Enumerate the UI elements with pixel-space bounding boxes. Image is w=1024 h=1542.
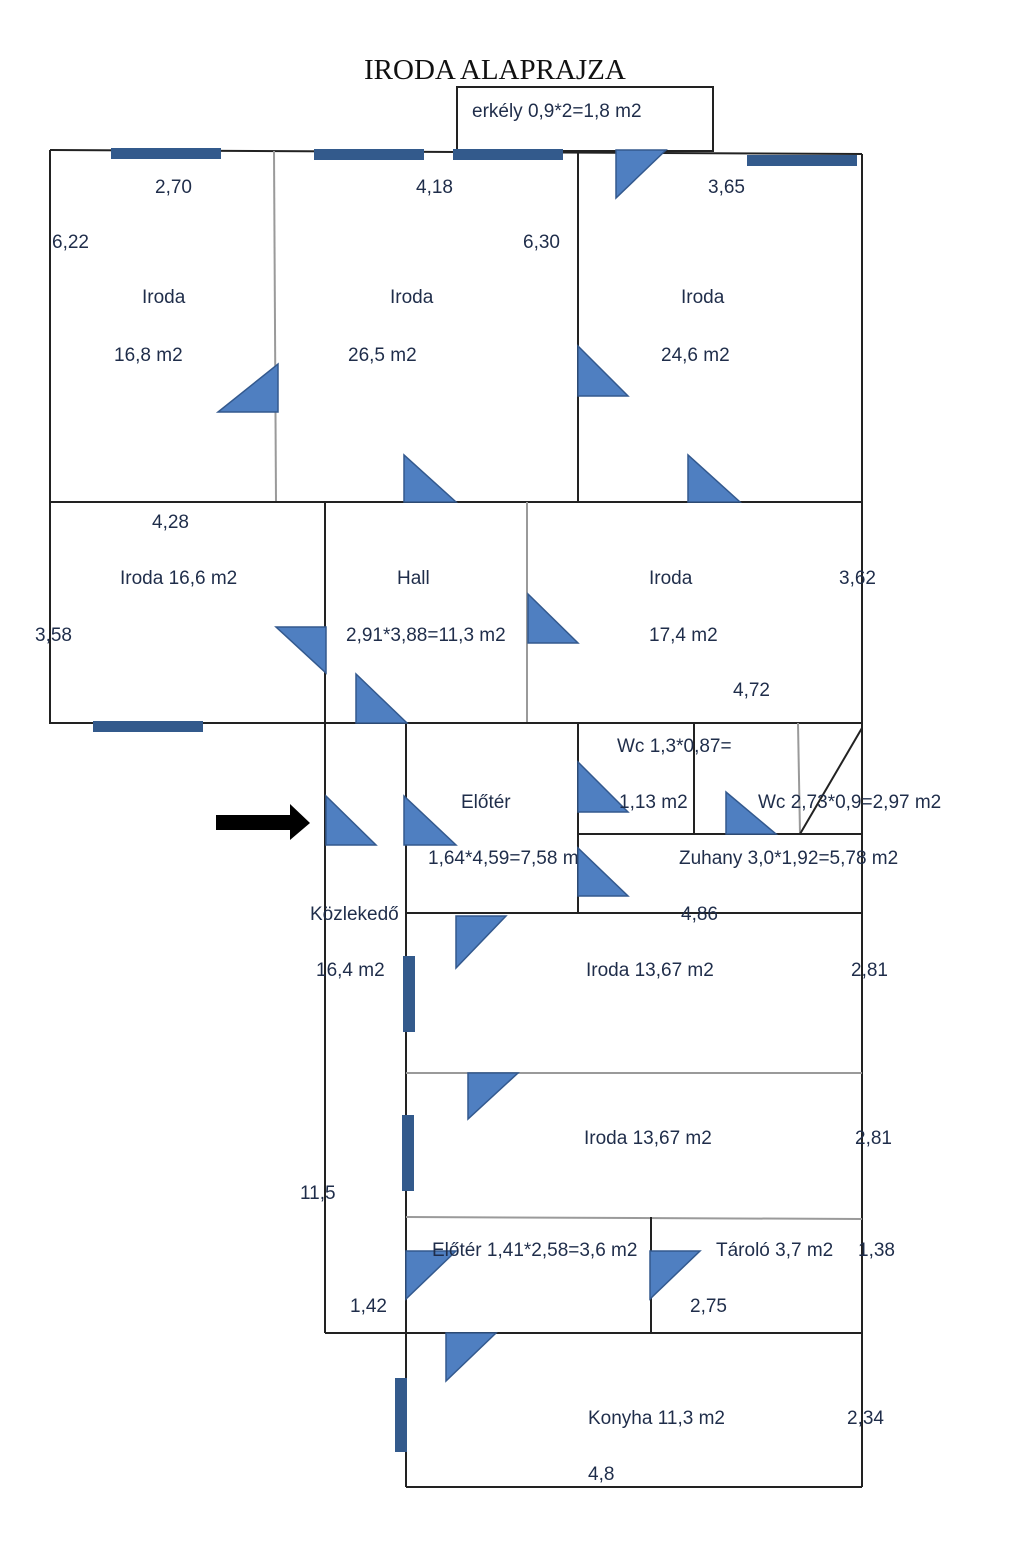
konyha-width: 4,8 [588,1464,614,1485]
office2-width: 4,18 [416,177,453,198]
window-mark [93,721,203,732]
door-swing [577,846,630,897]
office4-width: 4,28 [152,512,189,533]
konyha-label: Konyha 11,3 m2 [588,1408,725,1429]
door-swing [325,794,378,846]
office7-label: Iroda 13,67 m2 [584,1128,712,1149]
kozlekedo-width: 1,42 [350,1296,387,1317]
window-mark [395,1378,407,1452]
kozlekedo-length: 11,5 [300,1183,336,1204]
office2-area: 26,5 m2 [348,345,417,366]
door-swing [577,344,630,397]
eloter1-name: Előtér [461,792,511,813]
door-swing [403,794,458,846]
door-swing [687,453,742,503]
window-mark [453,149,563,160]
door-swing [725,790,779,835]
konyha-depth: 2,34 [847,1408,884,1429]
tarolo-label: Tároló 3,7 m2 [716,1240,833,1261]
wc2-label: Wc 2,73*0,9=2,97 m2 [758,792,941,813]
door-swing [355,672,409,724]
office5-width: 4,72 [733,680,770,701]
balcony-label: erkély 0,9*2=1,8 m2 [472,101,642,122]
door-swing [467,1072,520,1121]
door-swing [577,760,630,813]
zuhany-width: 4,86 [681,904,718,925]
office7-depth: 2,81 [855,1128,892,1149]
door-swing [649,1250,702,1301]
hall-name: Hall [397,568,430,589]
door-swing [405,1250,458,1301]
window-mark [111,148,221,159]
windows [93,148,857,1452]
window-mark [747,155,857,166]
tarolo-width: 2,75 [690,1296,727,1317]
door-swing [403,453,458,503]
tarolo-depth: 1,38 [858,1240,895,1261]
door-swing [215,362,279,413]
door-swing [445,1332,498,1383]
wc1-line2: 1,13 m2 [619,792,688,813]
office6-label: Iroda 13,67 m2 [586,960,714,981]
door-swing [455,915,508,970]
kozlekedo-name: Közlekedő [310,904,399,925]
window-mark [403,956,415,1032]
kozlekedo-area: 16,4 m2 [316,960,385,981]
hall-area: 2,91*3,88=11,3 m2 [346,625,506,646]
office3-area: 24,6 m2 [661,345,730,366]
office5-name: Iroda [649,568,693,589]
office5-area: 17,4 m2 [649,625,718,646]
office2-name: Iroda [390,287,434,308]
balcony-outline [456,86,714,152]
office5-depth: 3,62 [839,568,876,589]
office2-depth: 6,30 [523,232,560,253]
office6-depth: 2,81 [851,960,888,981]
door-swing [274,626,327,675]
office1-name: Iroda [142,287,186,308]
plan-title: IRODA ALAPRAJZA [364,54,626,86]
office4-depth: 3,58 [35,625,72,646]
office3-width: 3,65 [708,177,745,198]
room-labels: 2,70 6,22 Iroda 16,8 m2 4,18 6,30 Iroda … [35,177,941,1485]
wc1-line1: Wc 1,3*0,87= [617,736,732,757]
door-swing [615,149,668,200]
office4-label: Iroda 16,6 m2 [120,568,237,589]
zuhany-label: Zuhany 3,0*1,92=5,78 m2 [679,848,898,869]
window-mark [314,149,424,160]
doors [215,149,779,1383]
entrance-arrow-icon [216,804,310,840]
office1-depth: 6,22 [52,232,89,253]
door-swing [527,592,580,644]
office1-width: 2,70 [155,177,192,198]
office3-name: Iroda [681,287,725,308]
eloter2-label: Előtér 1,41*2,58=3,6 m2 [432,1240,637,1261]
window-mark [402,1115,414,1191]
eloter1-area: 1,64*4,59=7,58 m [428,848,579,869]
office1-area: 16,8 m2 [114,345,183,366]
